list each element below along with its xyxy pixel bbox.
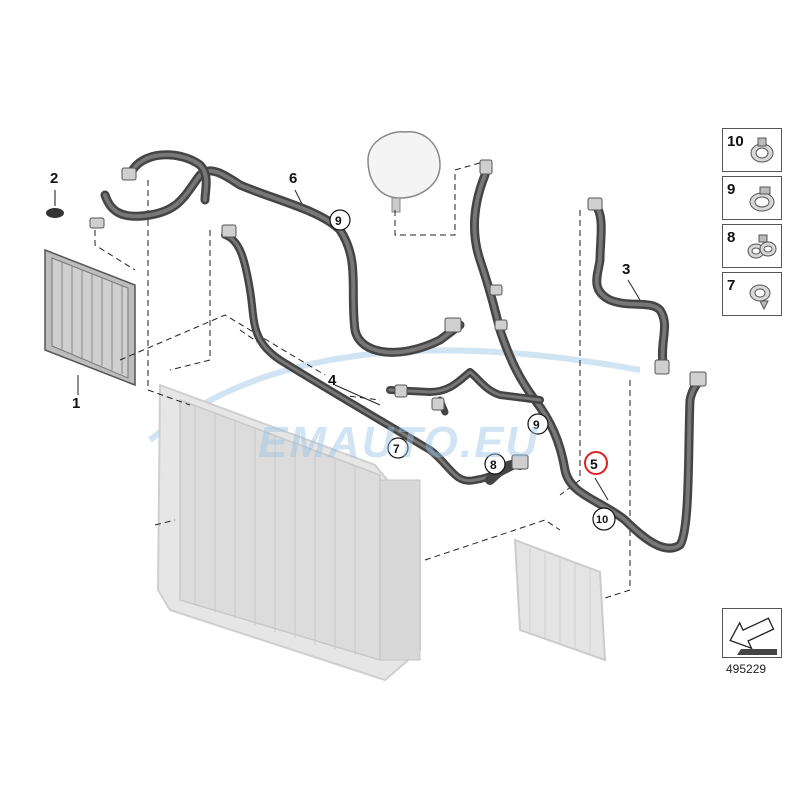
aux-radiator-ghost	[513, 538, 607, 662]
dashed-leaders	[94, 159, 631, 599]
orientation-arrow-icon	[729, 617, 777, 655]
diagram-id: 495229	[726, 662, 767, 676]
clamp-7-icon	[749, 284, 771, 311]
circled-callout-5-highlight: 5	[584, 451, 608, 475]
svg-text:8: 8	[490, 458, 497, 472]
legend-item-10: 10	[722, 128, 782, 172]
svg-text:9: 9	[335, 214, 342, 228]
orientation-box	[722, 608, 782, 658]
clamp-9-icon	[749, 186, 775, 212]
callout-2: 2	[50, 170, 58, 187]
svg-text:5: 5	[590, 456, 598, 472]
callout-1: 1	[72, 395, 80, 412]
hoses	[100, 150, 705, 553]
legend-item-8: 8	[722, 224, 782, 268]
watermark-text: EMAUTO.EU	[258, 418, 540, 467]
radiator-part-1	[44, 248, 136, 387]
callout-6: 6	[289, 170, 297, 187]
clamp-10-icon	[750, 137, 774, 163]
circled-callout-7: 7	[387, 437, 409, 459]
grommet-part-2	[46, 208, 64, 218]
callout-3: 3	[622, 261, 630, 278]
svg-text:9: 9	[533, 418, 540, 432]
circled-callout-9-upper: 9	[329, 209, 351, 231]
callout-4: 4	[328, 372, 337, 389]
legend-item-9: 9	[722, 176, 782, 220]
circled-callout-10: 10	[592, 507, 616, 531]
main-radiator-ghost	[156, 383, 421, 682]
legend-item-7: 7	[722, 272, 782, 316]
svg-text:10: 10	[596, 514, 608, 526]
hose-fittings	[89, 159, 707, 470]
circled-callout-9-lower: 9	[527, 413, 549, 435]
expansion-tank	[367, 131, 441, 213]
circled-callout-8: 8	[484, 453, 506, 475]
svg-text:7: 7	[393, 442, 400, 456]
clamp-8-icon	[747, 234, 777, 259]
